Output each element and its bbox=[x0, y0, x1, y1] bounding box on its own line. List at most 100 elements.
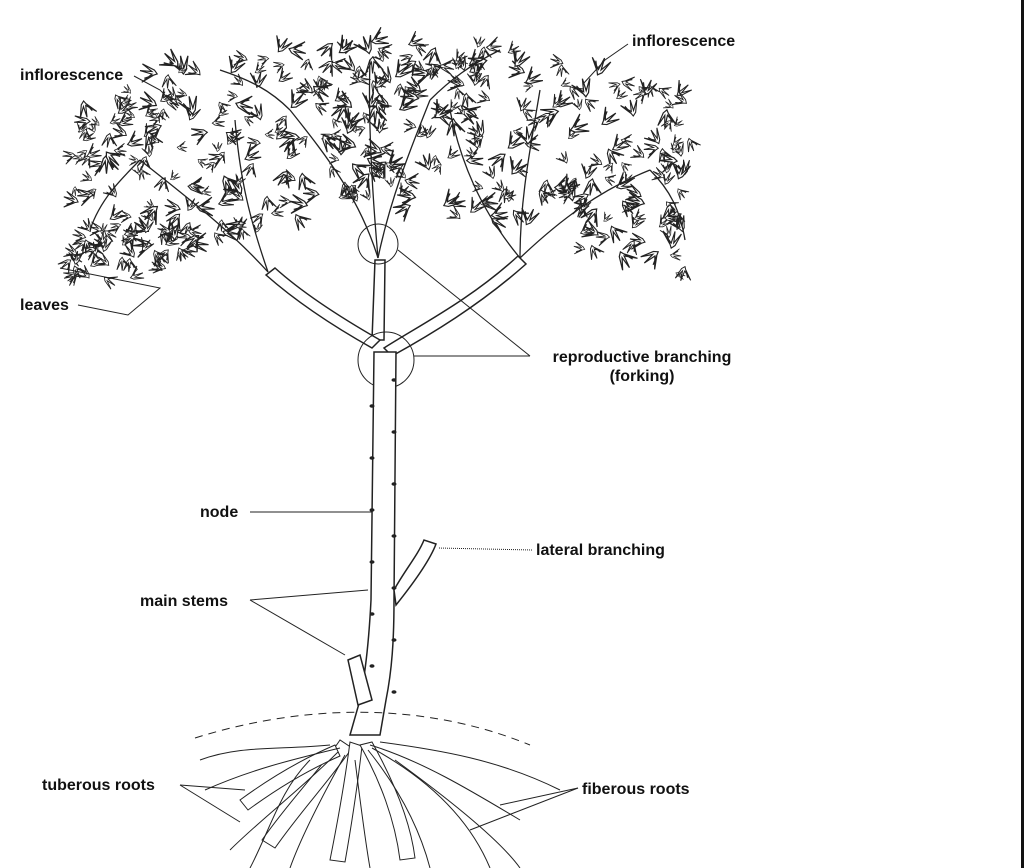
leader-fiberous-upper bbox=[499, 787, 579, 806]
label-leaves: leaves bbox=[20, 297, 69, 314]
leaf-mark bbox=[60, 147, 78, 165]
fork-circle-upper bbox=[357, 223, 399, 265]
leader-reproductive-upper bbox=[397, 249, 531, 357]
stem-node bbox=[391, 534, 397, 538]
leaf-mark bbox=[264, 128, 276, 141]
stem-node bbox=[369, 456, 375, 460]
leaf-mark bbox=[106, 112, 124, 129]
leaf-mark bbox=[369, 116, 389, 135]
leader-tuberous-lower bbox=[179, 784, 241, 823]
leader-inflorescence-left bbox=[133, 75, 179, 109]
label-inflorescence-right: inflorescence bbox=[632, 33, 736, 50]
leaf-mark bbox=[141, 143, 157, 159]
leader-fiberous-lower bbox=[469, 787, 579, 831]
image-right-border bbox=[1021, 0, 1024, 868]
leader-main-stems-lower bbox=[249, 599, 346, 656]
leaf-mark bbox=[278, 194, 291, 209]
leaf-mark bbox=[100, 271, 120, 291]
leaf-mark bbox=[503, 154, 529, 179]
leaf-mark bbox=[229, 72, 247, 91]
leader-leaves bbox=[59, 267, 162, 316]
forking-branches bbox=[264, 254, 528, 357]
leaf-mark bbox=[226, 89, 239, 103]
leaf-mark bbox=[295, 132, 312, 149]
leaf-mark bbox=[239, 142, 264, 167]
leaf-mark bbox=[134, 165, 152, 183]
label-fiberous-roots: fiberous roots bbox=[582, 781, 690, 798]
leaf-mark bbox=[487, 201, 511, 226]
leaf-mark bbox=[681, 134, 702, 155]
leader-main-stems-upper bbox=[249, 589, 369, 601]
leader-lines bbox=[59, 43, 629, 831]
stem-node bbox=[391, 690, 397, 694]
leaf-mark bbox=[404, 172, 421, 190]
leaf-mark bbox=[402, 118, 417, 134]
leaf-mark bbox=[104, 202, 128, 226]
stem-node bbox=[391, 638, 397, 642]
leaf-mark bbox=[209, 113, 227, 131]
leaf-mark bbox=[438, 58, 456, 76]
leaf-mark bbox=[163, 198, 181, 217]
leaf-mark bbox=[314, 37, 340, 63]
leader-lateral bbox=[437, 547, 533, 551]
leaf-mark bbox=[138, 127, 165, 153]
leaf-mark bbox=[240, 160, 260, 179]
leaf-mark bbox=[195, 155, 209, 169]
leaf-mark bbox=[472, 35, 486, 49]
label-lateral-branching: lateral branching bbox=[536, 542, 665, 559]
leaf-mark bbox=[128, 154, 140, 167]
leaf-mark bbox=[570, 75, 597, 101]
leaf-mark bbox=[79, 169, 95, 186]
leaf-mark bbox=[437, 187, 464, 214]
leaf-mark bbox=[670, 115, 686, 131]
leaf-mark bbox=[332, 33, 359, 60]
stem-node bbox=[391, 430, 397, 434]
leaf-mark bbox=[273, 66, 295, 87]
stem-node bbox=[369, 612, 375, 616]
leaf-mark bbox=[390, 197, 416, 224]
leaf-mark bbox=[188, 122, 211, 147]
leaf-mark bbox=[384, 176, 397, 189]
leaf-mark bbox=[211, 141, 224, 153]
leaf-mark bbox=[281, 143, 302, 164]
leaf-mark bbox=[554, 149, 573, 167]
stem-node bbox=[369, 404, 375, 408]
leaf-mark bbox=[311, 97, 331, 117]
label-reproductive-branching-line1: reproductive branching bbox=[552, 349, 732, 366]
stem-node bbox=[369, 664, 375, 668]
leaf-mark bbox=[181, 195, 201, 214]
leaf-mark bbox=[75, 185, 96, 207]
leaf-mark bbox=[288, 193, 309, 215]
label-node: node bbox=[200, 504, 239, 521]
leaf-mark bbox=[413, 150, 438, 175]
leaf-mark bbox=[619, 96, 643, 120]
leaf-mark bbox=[670, 89, 691, 110]
leader-tuberous-upper bbox=[179, 784, 246, 791]
leaf-mark bbox=[430, 161, 446, 176]
leaf-mark bbox=[295, 83, 308, 96]
leaf-mark bbox=[572, 241, 586, 255]
leaf-mark bbox=[620, 74, 637, 92]
leaf-mark bbox=[245, 134, 262, 152]
leaf-mark bbox=[554, 63, 570, 79]
leaf-mark bbox=[443, 144, 462, 164]
leaf-mark bbox=[139, 62, 159, 84]
leaf-mark bbox=[581, 177, 602, 197]
leaf-mark bbox=[570, 97, 586, 112]
leaf-mark bbox=[594, 228, 612, 247]
leaf-mark bbox=[628, 143, 648, 164]
leaf-mark bbox=[580, 93, 601, 114]
leaf-mark bbox=[404, 29, 427, 53]
label-main-stems: main stems bbox=[140, 593, 229, 610]
leaf-mark bbox=[584, 241, 606, 263]
label-inflorescence-left: inflorescence bbox=[20, 67, 124, 84]
stem-node bbox=[391, 482, 397, 486]
leaf-mark bbox=[159, 73, 178, 90]
leaf-mark bbox=[61, 190, 80, 210]
leaf-mark bbox=[292, 169, 317, 193]
leaf-mark bbox=[475, 89, 493, 107]
leaf-mark bbox=[481, 163, 501, 182]
leaf-mark bbox=[120, 82, 135, 98]
leaf-mark bbox=[620, 133, 634, 148]
